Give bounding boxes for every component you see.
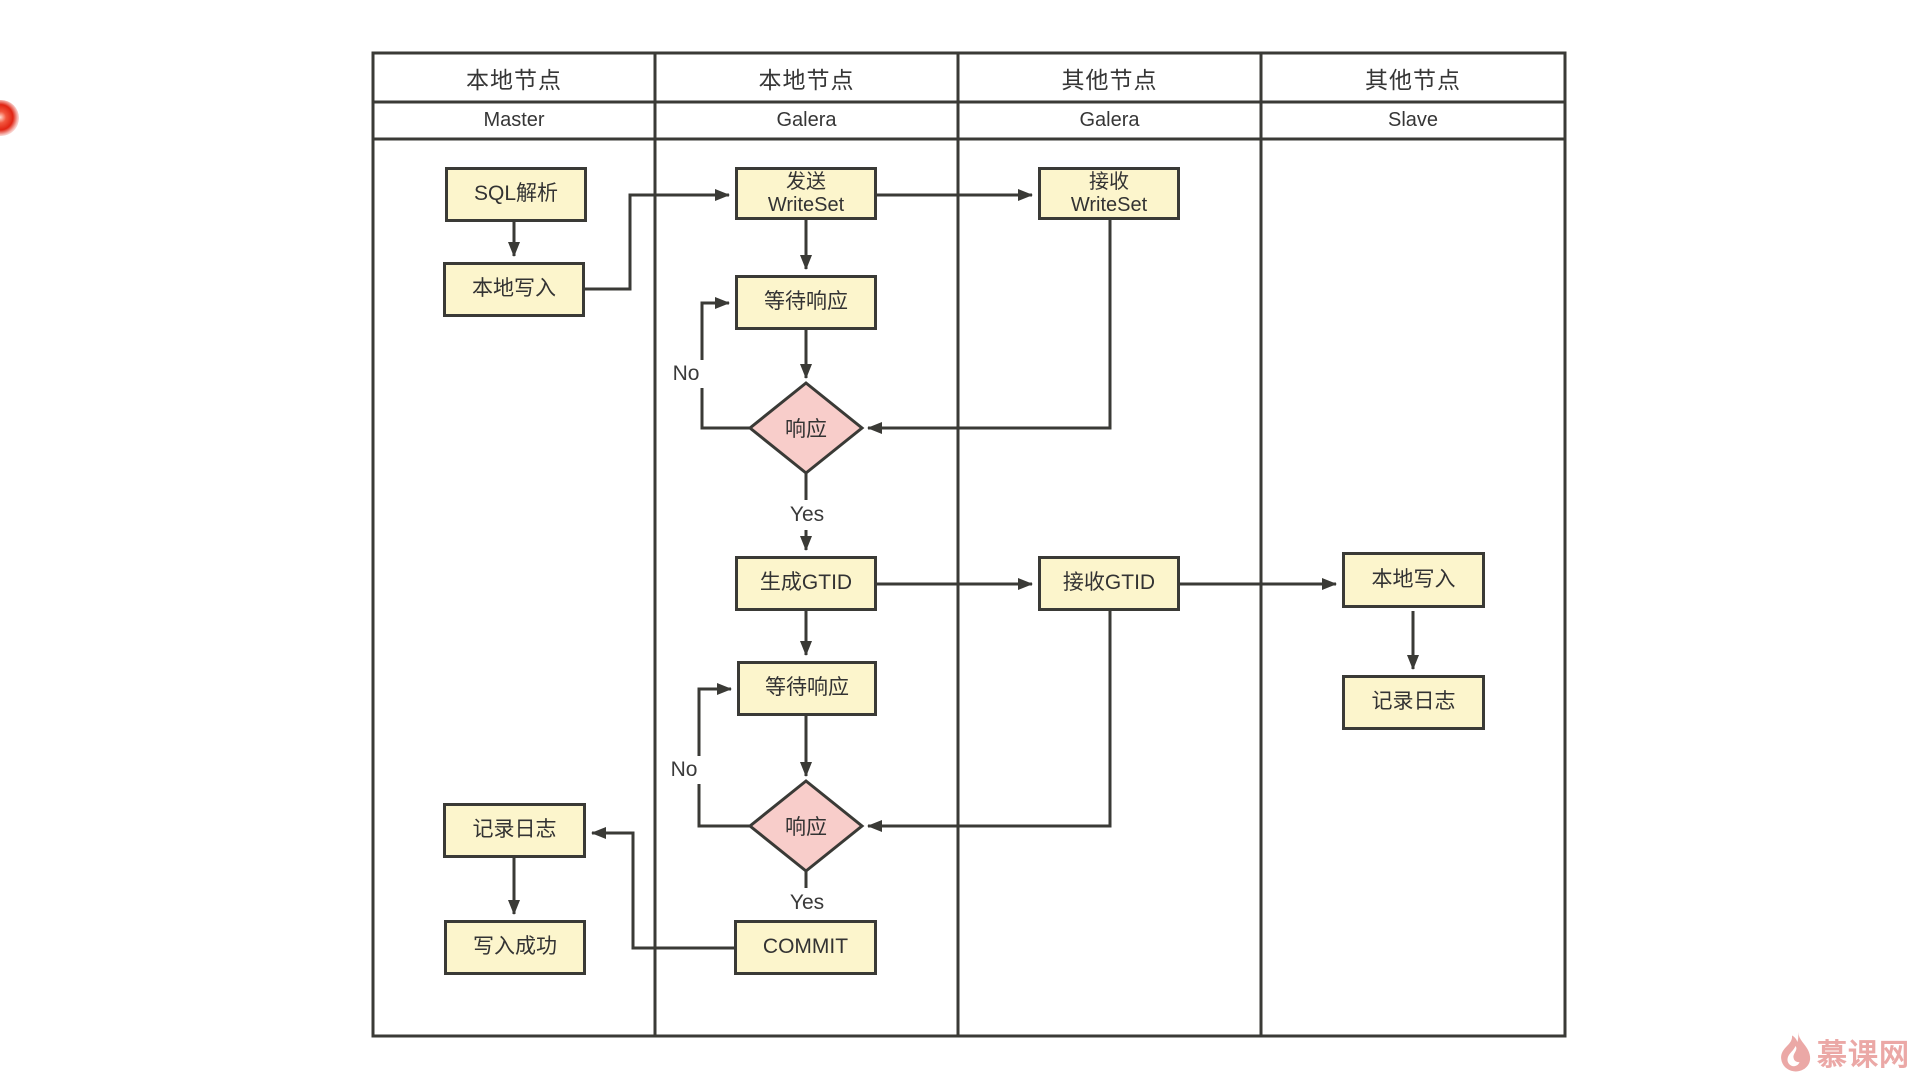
node-write-success: 写入成功 [444, 920, 586, 975]
decision-response-2-label: 响应 [785, 816, 827, 839]
decision-response-1-label: 响应 [785, 418, 827, 441]
lane2-subtitle: Galera [776, 109, 837, 131]
node-local-write-master-label: 本地写入 [472, 277, 556, 301]
node-gen-gtid: 生成GTID [735, 556, 877, 611]
node-wait-response-1-label: 等待响应 [764, 290, 848, 314]
lane4-title: 其他节点 [1365, 66, 1461, 93]
node-wait-response-1: 等待响应 [735, 275, 877, 330]
node-local-write-slave-label: 本地写入 [1371, 567, 1456, 591]
node-commit: COMMIT [734, 920, 877, 975]
edge-localwrite-to-sendwriteset [585, 189, 730, 291]
node-sql-parse-label: SQL解析 [473, 182, 559, 206]
edge-recvgtid-to-response2 [867, 611, 1112, 832]
node-send-writeset: 发送 WriteSet [735, 167, 877, 220]
watermark-text: 慕课网 [1817, 1039, 1910, 1072]
lane3-title: 其他节点 [1061, 66, 1158, 93]
decision-response-1-shape [747, 381, 865, 475]
watermark: 慕课网 [1779, 1030, 1910, 1074]
node-recv-writeset-line2: WriteSet [1070, 193, 1148, 216]
lane3-subtitle: Galera [1079, 109, 1140, 131]
record-dot [0, 100, 19, 136]
swimlane-grid [371, 51, 1567, 1038]
edge-label-no-2: No [660, 756, 708, 784]
edge-recvwriteset-to-response1 [867, 220, 1112, 434]
edge-label-no-1: No [662, 360, 710, 388]
lane2-title: 本地节点 [758, 66, 855, 93]
lane1-title: 本地节点 [466, 66, 562, 93]
edge-label-yes-2: Yes [777, 889, 837, 917]
flame-icon [1781, 1032, 1811, 1072]
node-local-write-slave: 本地写入 [1342, 552, 1485, 608]
decision-response-2-shape [747, 779, 865, 873]
node-log-master: 记录日志 [443, 803, 586, 858]
node-wait-response-2: 等待响应 [737, 661, 877, 716]
node-wait-response-2-label: 等待响应 [765, 676, 849, 700]
node-log-slave-label: 记录日志 [1371, 690, 1456, 714]
node-write-success-label: 写入成功 [473, 935, 557, 959]
lane4-subtitle: Slave [1387, 109, 1439, 131]
node-recv-writeset-line1: 接收 [1089, 170, 1129, 193]
node-log-slave: 记录日志 [1342, 675, 1485, 730]
node-commit-label: COMMIT [762, 935, 849, 959]
node-send-writeset-line1: 发送 [786, 170, 826, 193]
node-recv-writeset: 接收 WriteSet [1038, 167, 1180, 220]
node-send-writeset-line2: WriteSet [767, 193, 845, 216]
edge-commit-to-log-master [591, 827, 734, 950]
node-local-write-master: 本地写入 [443, 262, 585, 317]
node-recv-gtid: 接收GTID [1038, 556, 1180, 611]
edge-label-yes-1: Yes [777, 501, 837, 529]
node-log-master-label: 记录日志 [472, 818, 557, 842]
node-recv-gtid-label: 接收GTID [1062, 571, 1156, 595]
node-sql-parse: SQL解析 [445, 167, 587, 222]
node-gen-gtid-label: 生成GTID [759, 571, 853, 595]
lane1-subtitle: Master [483, 109, 545, 131]
